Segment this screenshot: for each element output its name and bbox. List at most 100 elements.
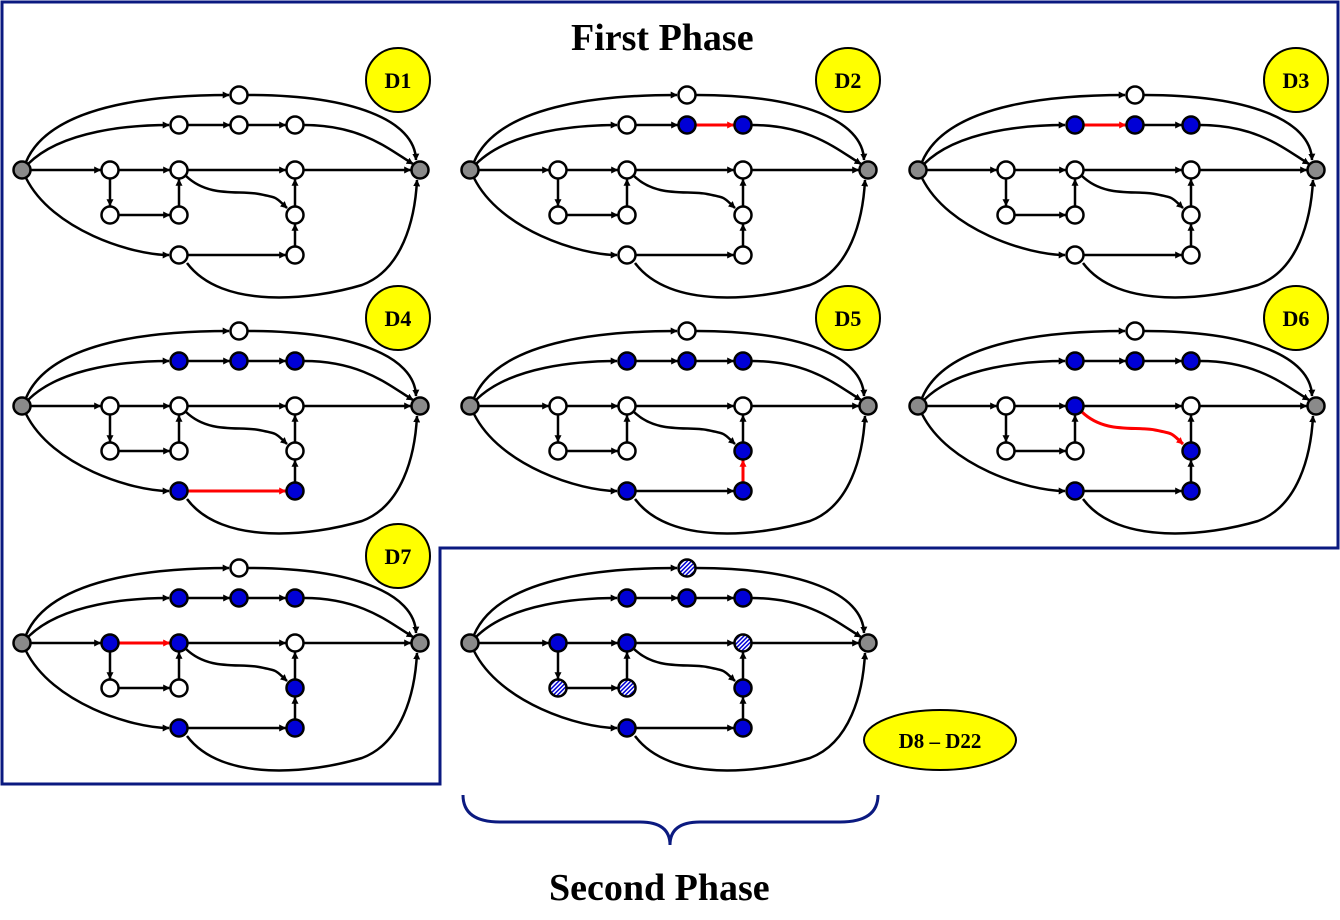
node-c2	[617, 396, 637, 416]
node-f1	[1181, 245, 1201, 265]
node-b3	[1181, 115, 1201, 135]
first-phase-title: First Phase	[571, 17, 754, 59]
node-f1	[733, 718, 753, 738]
node-c2	[169, 396, 189, 416]
edge-s-e1	[472, 650, 618, 732]
node-b3	[285, 351, 305, 371]
node-s	[460, 160, 480, 180]
edge-a-t	[247, 329, 420, 397]
node-t	[1306, 396, 1326, 416]
node-c2	[1065, 160, 1085, 180]
node-b1	[1065, 351, 1085, 371]
edge-e1-t	[633, 415, 869, 535]
node-a	[229, 321, 249, 341]
second-phase-brace	[461, 794, 880, 846]
diagram-badge	[815, 285, 881, 351]
diagram-badge-label: D6	[1283, 306, 1310, 331]
node-d1	[548, 441, 568, 461]
edge-s-e1	[920, 177, 1066, 259]
node-e2	[285, 441, 305, 461]
edge-s-b1	[923, 121, 1066, 165]
edge-s-e1	[24, 413, 170, 495]
node-t	[410, 396, 430, 416]
node-d1	[548, 678, 568, 698]
node-c3	[733, 633, 753, 653]
node-e1	[617, 718, 637, 738]
diagram-badge-label: D5	[835, 306, 862, 331]
edge-a-t	[695, 93, 868, 161]
node-c3	[285, 160, 305, 180]
edge-b3-t	[1199, 123, 1310, 166]
node-s	[908, 160, 928, 180]
node-c1	[100, 633, 120, 653]
node-t	[410, 160, 430, 180]
node-e1	[617, 245, 637, 265]
node-c1	[548, 396, 568, 416]
edge-e1-t	[185, 652, 421, 772]
edge-e1-t	[185, 179, 421, 299]
node-b3	[733, 351, 753, 371]
edge-s-a	[24, 327, 230, 399]
node-f1	[1181, 481, 1201, 501]
edge-e1-t	[1081, 179, 1317, 299]
node-b3	[733, 115, 753, 135]
edge-c2-e2	[633, 175, 736, 209]
diagram-badge	[1263, 285, 1329, 351]
node-c1	[548, 160, 568, 180]
node-e2	[733, 205, 753, 225]
diagram-badge-label: D2	[835, 68, 862, 93]
node-b2	[229, 588, 249, 608]
diagram-badge	[863, 709, 1017, 771]
node-d1	[100, 205, 120, 225]
edge-s-b1	[27, 594, 170, 638]
node-d2	[1065, 441, 1085, 461]
node-f1	[285, 481, 305, 501]
node-s	[12, 160, 32, 180]
node-c2	[617, 633, 637, 653]
node-e2	[1181, 205, 1201, 225]
node-a	[677, 85, 697, 105]
edge-s-e1	[920, 413, 1066, 495]
node-t	[1306, 160, 1326, 180]
node-b3	[1181, 351, 1201, 371]
edge-b3-t	[303, 359, 414, 402]
node-e1	[169, 245, 189, 265]
node-e1	[1065, 481, 1085, 501]
node-c3	[285, 396, 305, 416]
diagram-badge-label: D3	[1283, 68, 1310, 93]
diagram-d2: D2	[460, 47, 881, 299]
edge-a-t	[1143, 93, 1316, 161]
node-t	[858, 633, 878, 653]
node-b1	[1065, 115, 1085, 135]
node-b2	[229, 351, 249, 371]
node-f1	[285, 245, 305, 265]
diagram-d8–d22: D8 – D22	[460, 558, 1017, 772]
second-phase-title: Second Phase	[549, 867, 770, 909]
node-b2	[1125, 351, 1145, 371]
node-t	[858, 396, 878, 416]
node-s	[12, 396, 32, 416]
node-c3	[733, 396, 753, 416]
node-b1	[617, 351, 637, 371]
diagram-badge	[365, 523, 431, 589]
edge-s-a	[920, 91, 1126, 163]
node-c2	[1065, 396, 1085, 416]
edge-b3-t	[751, 123, 862, 166]
node-b1	[169, 115, 189, 135]
node-a	[1125, 321, 1145, 341]
node-a	[1125, 85, 1145, 105]
edge-b3-t	[751, 359, 862, 402]
node-c3	[1181, 396, 1201, 416]
node-d2	[617, 205, 637, 225]
edge-a-t	[695, 566, 868, 634]
node-e1	[169, 718, 189, 738]
edge-s-e1	[24, 650, 170, 732]
node-d2	[617, 678, 637, 698]
node-b3	[733, 588, 753, 608]
edge-s-e1	[472, 177, 618, 259]
diagram-d5: D5	[460, 285, 881, 535]
node-d1	[548, 205, 568, 225]
edge-s-a	[920, 327, 1126, 399]
edge-a-t	[1143, 329, 1316, 397]
